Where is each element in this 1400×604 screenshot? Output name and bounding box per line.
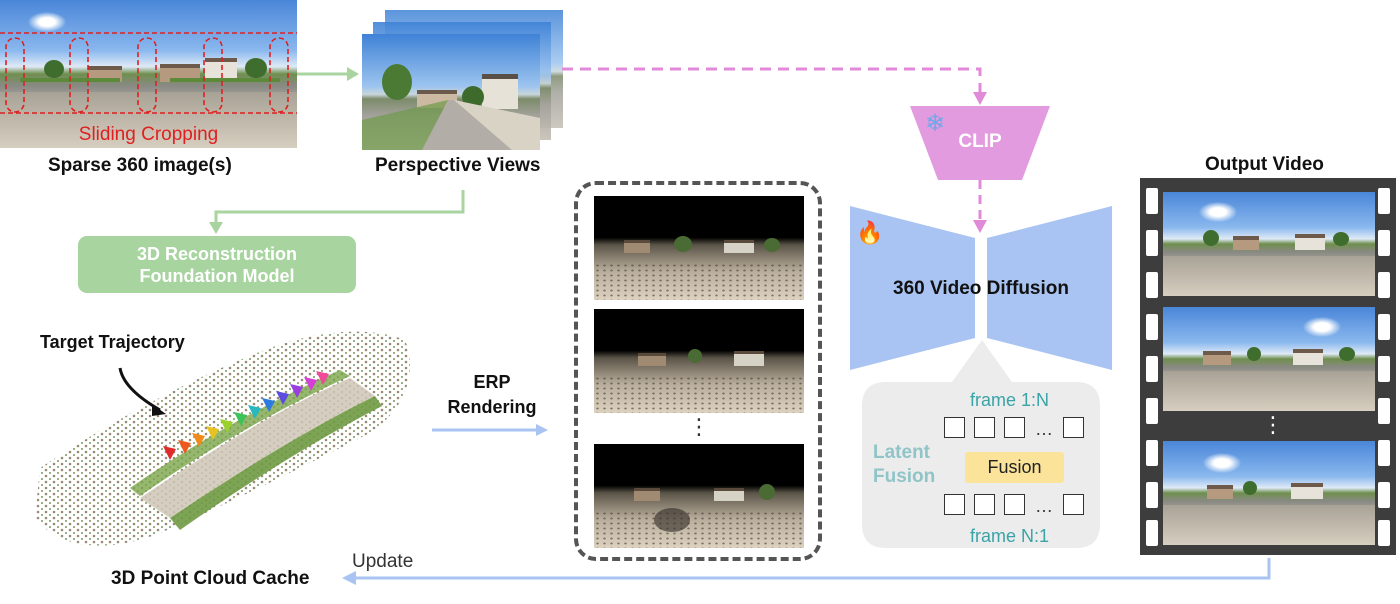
trajectory-cameras — [163, 371, 329, 460]
update-arrow — [342, 558, 1271, 585]
output-frame-2 — [1163, 307, 1375, 411]
fusion-chip-label: Fusion — [987, 457, 1042, 477]
clip-label: CLIP — [958, 131, 1002, 152]
output-frame-1 — [1163, 192, 1375, 296]
erp-rendering-label: ERP Rendering — [447, 372, 537, 417]
green-arrow-crop — [297, 67, 359, 81]
pink-dashed-arrow-to-clip — [562, 67, 987, 105]
video-diffusion-model — [850, 206, 1112, 370]
sparse-360-image: Sliding Cropping — [0, 0, 297, 148]
target-trajectory-label: Target Trajectory — [40, 332, 185, 352]
flame-icon: 🔥 — [856, 220, 884, 245]
reconstruction-model-box: 3D Reconstruction Foundation Model — [78, 236, 356, 293]
point-cloud-scene — [35, 331, 410, 546]
pink-dashed-arrow-to-diffusion — [973, 180, 987, 233]
green-arrow-to-recon — [209, 190, 465, 234]
clip-encoder — [910, 106, 1050, 180]
frame-forward-label: frame 1:N — [970, 390, 1050, 410]
point-cloud-cache-label: 3D Point Cloud Cache — [111, 568, 310, 589]
sliding-crop-overlay — [0, 32, 297, 114]
sparse-360-label: Sparse 360 image(s) — [48, 155, 232, 176]
blue-arrow-erp — [432, 424, 548, 436]
erp-render-2 — [594, 309, 804, 413]
update-label: Update — [352, 551, 414, 572]
erp-ellipsis: ⋮ — [688, 414, 710, 439]
erp-render-1 — [594, 196, 804, 300]
sliding-cropping-label: Sliding Cropping — [78, 124, 219, 145]
output-ellipsis: ⋮ — [1262, 412, 1284, 437]
perspective-view-front — [362, 34, 540, 150]
perspective-views-label: Perspective Views — [375, 155, 541, 176]
video-diffusion-label: 360 Video Diffusion — [893, 278, 1069, 299]
reconstruction-model-label: 3D Reconstruction Foundation Model — [136, 244, 298, 286]
fusion-callout — [862, 340, 1100, 548]
fusion-chip: Fusion — [965, 452, 1064, 483]
erp-render-panel — [574, 181, 822, 561]
snowflake-icon: ❄ — [924, 110, 946, 137]
latent-fusion-label: Latent Fusion — [873, 442, 936, 487]
output-frame-3 — [1163, 441, 1375, 545]
output-video-label: Output Video — [1205, 154, 1324, 175]
erp-render-3 — [594, 444, 804, 548]
frame-backward-label: frame N:1 — [970, 526, 1050, 546]
